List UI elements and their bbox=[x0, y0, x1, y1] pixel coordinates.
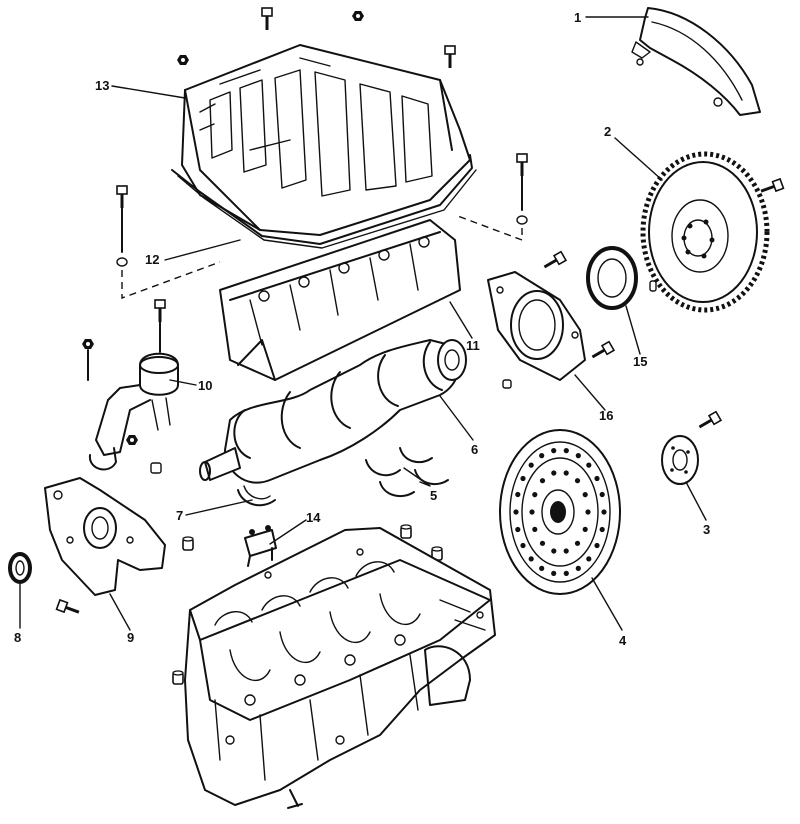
drive-plate bbox=[499, 429, 621, 595]
drive-plate-hole bbox=[529, 509, 535, 515]
drive-plate-hole bbox=[520, 542, 526, 549]
front-seal bbox=[8, 552, 32, 584]
drive-plate-hole bbox=[539, 540, 546, 546]
bracket bbox=[244, 525, 277, 567]
callout-5: 5 bbox=[430, 488, 437, 503]
callout-labels: 1 2 3 4 5 6 7 8 9 10 11 12 13 14 15 16 bbox=[14, 10, 710, 648]
drive-plate-hole bbox=[539, 478, 546, 484]
callout-11: 11 bbox=[466, 338, 480, 353]
callout-8: 8 bbox=[14, 630, 21, 645]
drive-plate-hole bbox=[563, 448, 569, 454]
callout-6: 6 bbox=[471, 442, 478, 457]
drive-plate-hole bbox=[594, 475, 600, 482]
drive-plate-hole bbox=[574, 540, 581, 546]
drive-plate-hole bbox=[599, 526, 605, 533]
bearing-shells bbox=[237, 447, 449, 507]
drive-plate-hole bbox=[520, 475, 526, 482]
drive-plate-hole bbox=[594, 542, 600, 549]
callout-16: 16 bbox=[599, 408, 613, 423]
drive-plate-hole bbox=[528, 462, 534, 468]
drive-plate-hole bbox=[539, 453, 545, 459]
callout-3: 3 bbox=[703, 522, 710, 537]
drive-plate-hole bbox=[515, 526, 521, 533]
leader-lines bbox=[19, 16, 707, 631]
drive-plate-hole bbox=[601, 509, 607, 515]
rear-seal bbox=[540, 246, 657, 310]
drive-plate-hole bbox=[528, 556, 534, 562]
callout-2: 2 bbox=[604, 124, 611, 139]
seal-carrier bbox=[487, 271, 616, 389]
flywheel bbox=[640, 151, 785, 313]
drive-plate-hole bbox=[515, 491, 521, 498]
callout-12: 12 bbox=[145, 252, 159, 267]
callout-15: 15 bbox=[633, 354, 647, 369]
drive-plate-hole bbox=[551, 448, 557, 454]
callout-10: 10 bbox=[198, 378, 212, 393]
drive-plate-hole bbox=[551, 470, 557, 476]
valve-cover bbox=[171, 44, 477, 249]
drive-plate-hole bbox=[532, 526, 538, 533]
drive-plate-hole bbox=[575, 453, 581, 459]
drive-plate-hole bbox=[513, 509, 519, 515]
drive-plate-hole bbox=[563, 570, 569, 577]
spacer-plate bbox=[661, 410, 723, 485]
callout-7: 7 bbox=[176, 508, 183, 523]
drive-plate-hole bbox=[586, 556, 592, 562]
callout-14: 14 bbox=[306, 510, 321, 525]
drive-plate-hole bbox=[599, 491, 605, 498]
drive-plate-holes bbox=[513, 448, 607, 577]
cylinder-block bbox=[184, 527, 496, 809]
drive-plate-hole bbox=[563, 548, 569, 554]
cover-studs bbox=[115, 152, 529, 300]
crankshaft bbox=[199, 339, 467, 484]
callout-1: 1 bbox=[574, 10, 581, 25]
callout-13: 13 bbox=[95, 78, 109, 93]
drive-plate-hole bbox=[563, 470, 569, 476]
callout-4: 4 bbox=[619, 633, 627, 648]
timing-cover bbox=[631, 7, 761, 116]
callout-9: 9 bbox=[127, 630, 134, 645]
cam-carrier bbox=[219, 219, 461, 381]
drive-plate-hole bbox=[585, 509, 591, 515]
drive-plate-hole bbox=[551, 570, 557, 577]
drive-plate-hole bbox=[586, 462, 592, 468]
drive-plate-hole bbox=[551, 548, 557, 554]
drive-plate-hole bbox=[582, 526, 588, 533]
drive-plate-hole bbox=[575, 565, 581, 572]
vacuum-pump bbox=[82, 298, 179, 474]
drive-plate-hole bbox=[574, 478, 581, 484]
drive-plate-hole bbox=[582, 492, 588, 498]
drive-plate-hole bbox=[539, 565, 545, 572]
oil-pump bbox=[44, 477, 166, 619]
drive-plate-hole bbox=[532, 492, 538, 498]
